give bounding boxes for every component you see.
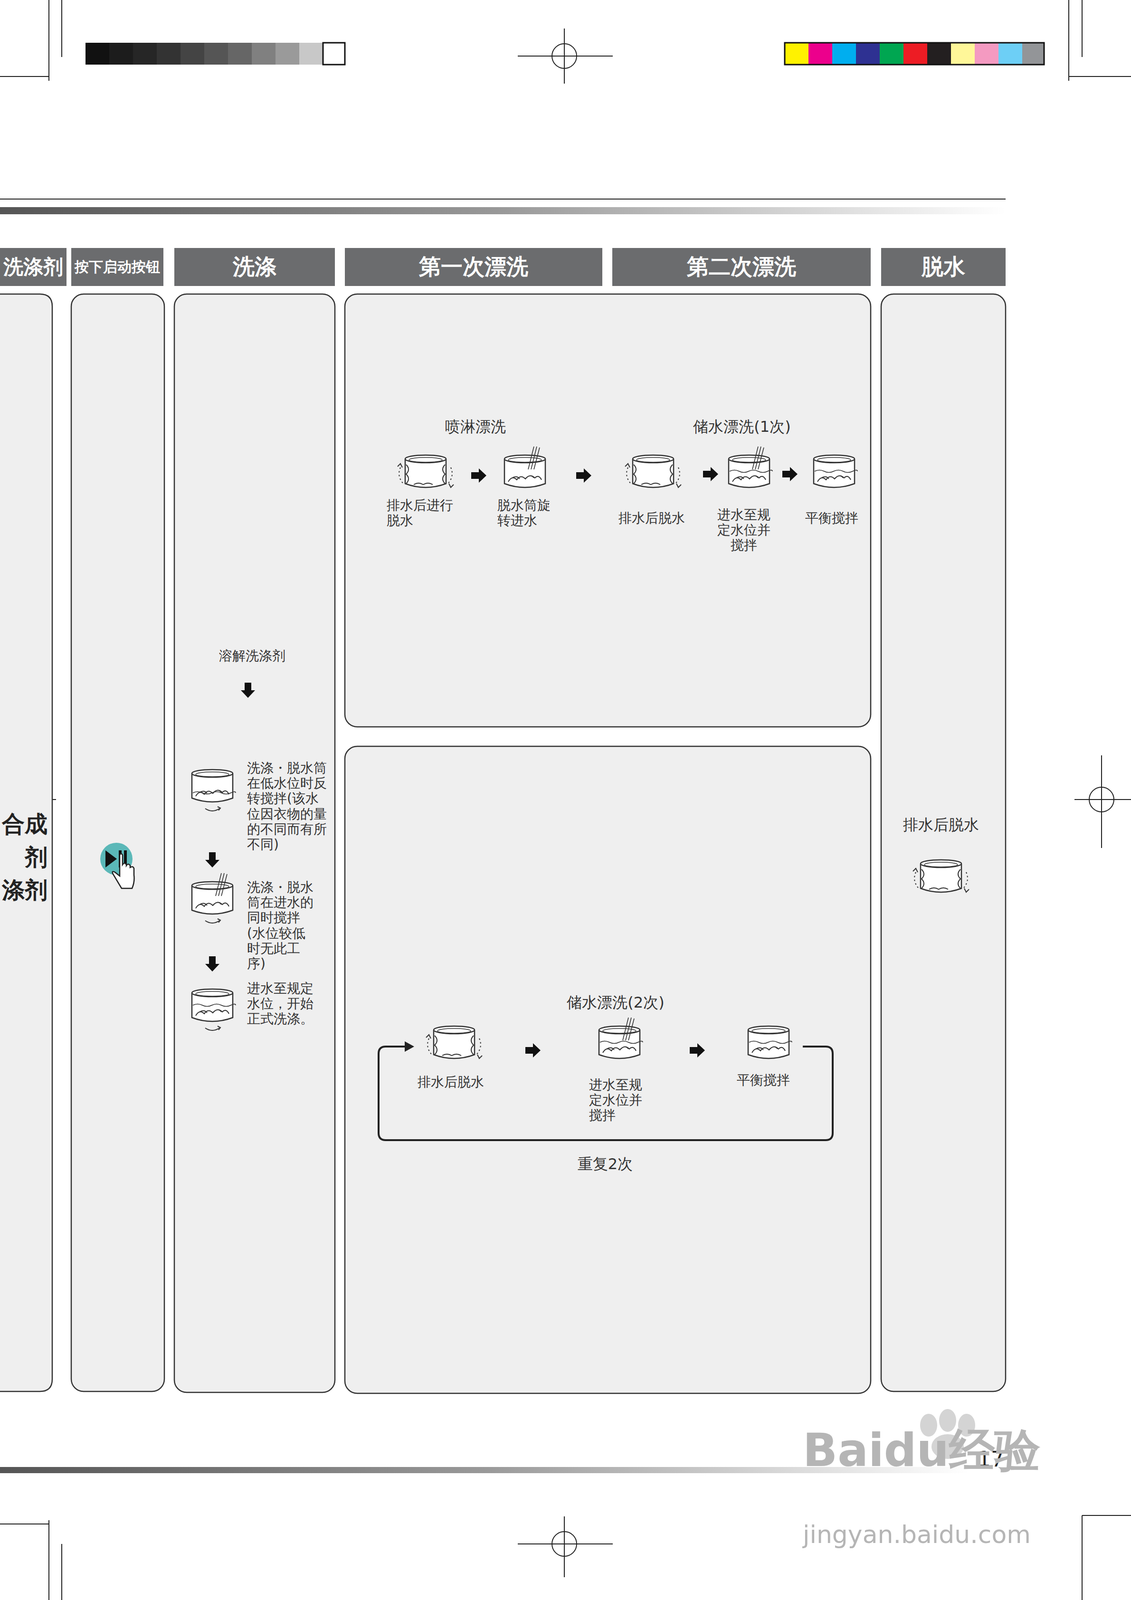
header-text: 第二次漂洗 — [686, 252, 797, 282]
step-text: 脱水筒旋转进水 — [497, 497, 555, 529]
header-text: 洗涤剂 — [3, 253, 64, 281]
header-band: 洗涤剂 — [0, 247, 67, 286]
step-panel: 溶解洗涤剂洗涤・脱水筒在低水位时反转搅拌(该水位因衣物的量的不同而有所不同) 洗涤… — [174, 294, 335, 1393]
step-text: 平衡搅拌 — [736, 1072, 804, 1088]
step-text: 进水至规定水位并搅拌 — [715, 507, 773, 554]
step-text: 进水至规定水位，开始正式洗涤。 — [247, 980, 318, 1027]
step-panel: 合成 剂 涤剂 — [0, 294, 53, 1392]
top-gradient-bar — [0, 207, 1006, 215]
header-text: 第一次漂洗 — [418, 252, 529, 282]
grey-scale-bar — [85, 42, 345, 65]
step-text: 洗涤・脱水筒在进水的同时搅拌(水位较低时无此工序) — [247, 879, 318, 972]
step-panel: 储水漂洗(2次) 排水后脱水 进水至规定水位并搅拌 平衡搅拌重复2次 — [344, 746, 871, 1394]
step-text: 洗涤・脱水筒在低水位时反转搅拌(该水位因衣物的量的不同而有所不同) — [247, 760, 331, 853]
step-text: 排水后进行脱水 — [386, 497, 458, 529]
panel-heading: 重复2次 — [557, 1155, 653, 1173]
watermark: Baidu经验 — [802, 1420, 1041, 1483]
step-text: 排水后脱水 — [618, 510, 695, 526]
step-text: 排水后脱水 — [417, 1074, 494, 1090]
colour-bar — [784, 42, 1045, 65]
header-text: 按下启动按钮 — [74, 257, 161, 277]
start-button-icon — [100, 842, 135, 889]
step-panel: 喷淋漂洗排水后进行脱水 脱水筒旋转进水 储水漂洗(1次) 排水后脱水 进水至规定水位并搅… — [344, 294, 871, 727]
panel-backgrounds — [0, 294, 1006, 1394]
spin-illustration — [912, 859, 970, 893]
header-band: 第一次漂洗 — [344, 247, 603, 286]
panel-heading: 排水后脱水 — [893, 816, 989, 834]
repeat-illustrations — [378, 1017, 833, 1141]
step-text: 溶解洗涤剂 — [204, 648, 300, 664]
top-rule — [0, 198, 1006, 200]
rinse-illustrations — [397, 446, 858, 488]
step-panel: 排水后脱水 — [881, 294, 1006, 1392]
panel-heading: 储水漂洗(1次) — [689, 418, 795, 436]
header-band: 脱水 — [881, 247, 1006, 286]
watermark: jingyan.baidu.com — [802, 1520, 1031, 1549]
header-band: 按下启动按钮 — [71, 247, 164, 286]
panel-heading: 合成 剂 涤剂 — [0, 807, 48, 907]
wash-illustrations — [191, 682, 256, 1031]
header-text: 脱水 — [921, 252, 966, 282]
step-text: 平衡搅拌 — [805, 510, 872, 526]
header-band: 第二次漂洗 — [612, 247, 871, 286]
header-band: 洗涤 — [174, 247, 335, 286]
step-text: 进水至规定水位并搅拌 — [589, 1077, 647, 1124]
panel-heading: 储水漂洗(2次) — [558, 993, 673, 1012]
panel-heading: 喷淋漂洗 — [427, 418, 523, 436]
header-text: 洗涤 — [232, 252, 277, 282]
